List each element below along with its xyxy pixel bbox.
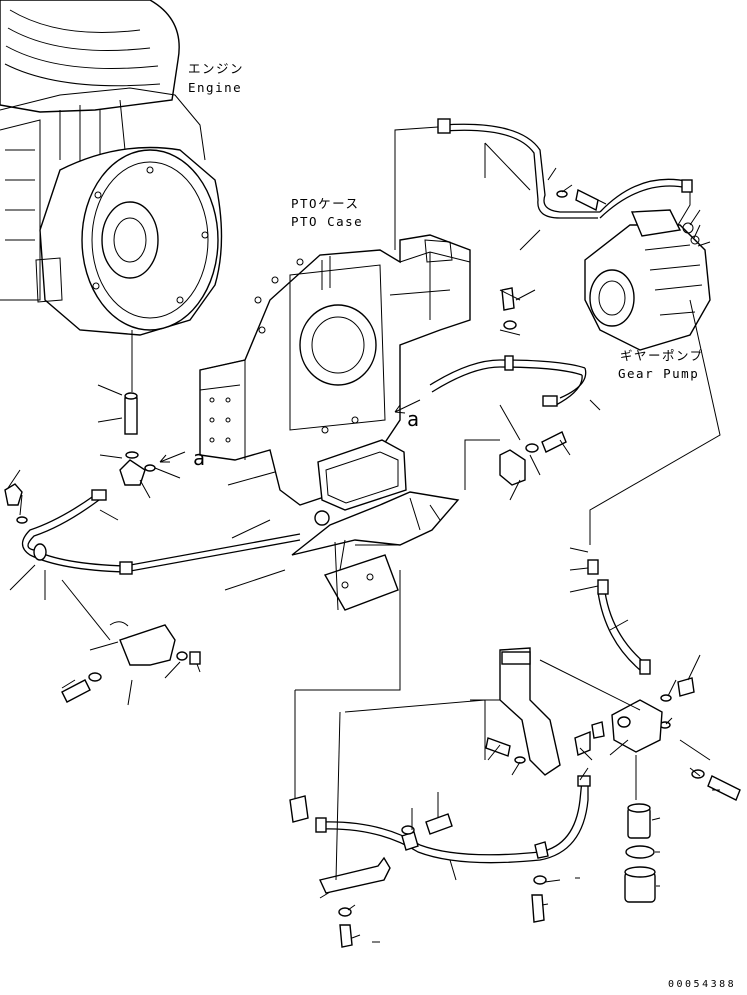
bolt-gear-pump — [556, 188, 607, 212]
pto-case-label-en: PTO Case — [291, 214, 364, 229]
pto-case-label-jp: PTOケース — [291, 196, 360, 211]
left-hose-assembly — [4, 392, 330, 703]
reference-mark-left: a — [193, 446, 206, 470]
gear-pump-label-en: Gear Pump — [618, 366, 700, 381]
bottom-pipe-assembly — [289, 570, 591, 948]
gear-pump-label-jp: ギヤーポンプ — [620, 348, 704, 363]
gear-pump-illustration — [584, 190, 711, 351]
pto-case-illustration — [199, 234, 471, 511]
mount-bracket — [485, 647, 561, 776]
bracket-illustration — [291, 491, 460, 611]
reference-mark-right: a — [407, 407, 420, 431]
drawing-number: 00054388 — [668, 979, 737, 990]
leader-lines — [7, 167, 720, 943]
engine-illustration — [0, 0, 223, 336]
right-valve-assembly — [539, 299, 741, 903]
engine-label-en: Engine — [188, 80, 243, 95]
engine-label-jp: エンジン — [188, 61, 245, 76]
